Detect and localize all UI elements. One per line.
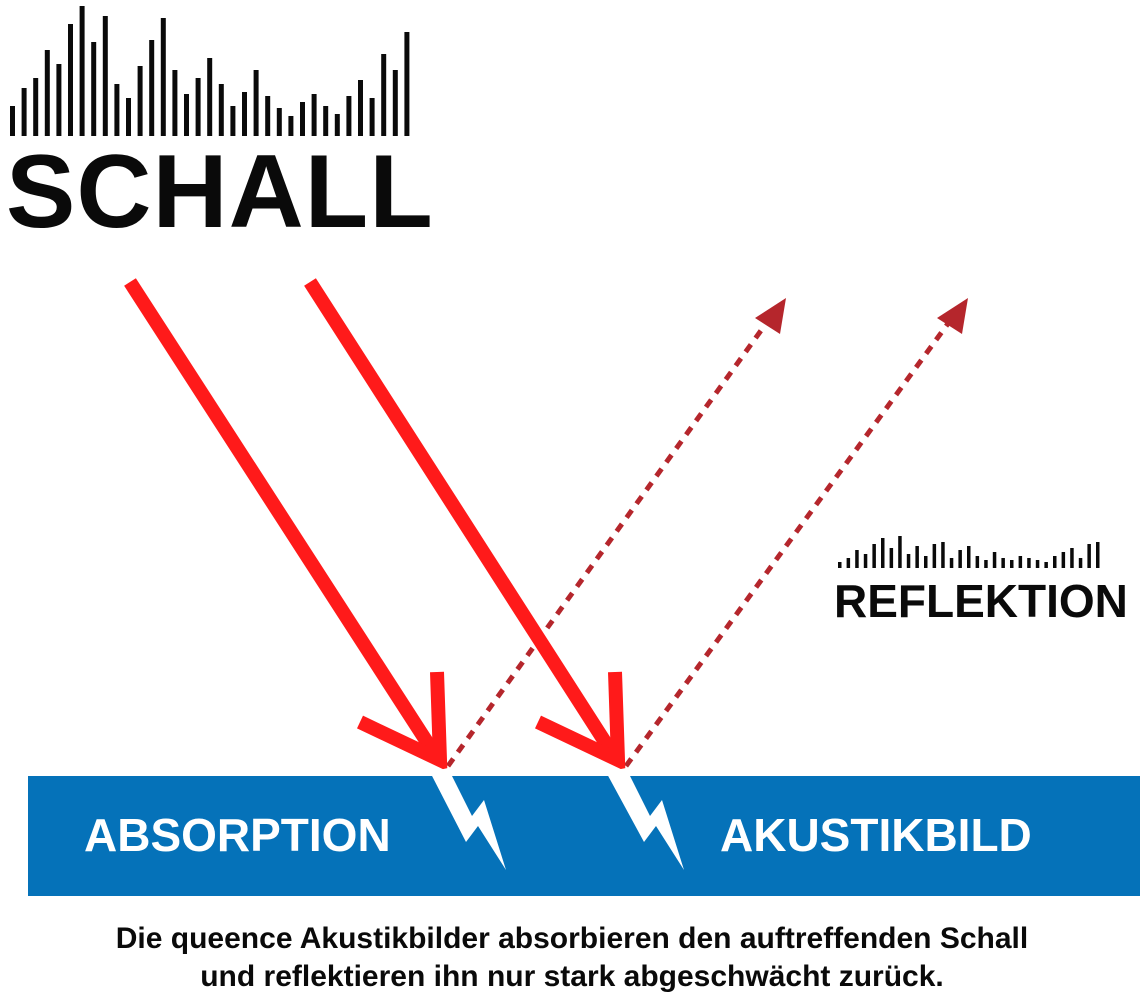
sound-wave-bar [1078, 558, 1083, 568]
sound-wave-bar [265, 96, 271, 136]
sound-wave-bar [1096, 542, 1100, 568]
sound-wave-icon [838, 536, 1100, 568]
sound-wave-bar [114, 84, 120, 136]
sound-wave-bar [932, 544, 937, 568]
sound-wave-bar [846, 558, 851, 568]
sound-wave-bar [881, 538, 885, 568]
sound-wave-bar [21, 88, 27, 136]
sound-wave-bar [253, 70, 259, 136]
sound-wave-bar [44, 50, 50, 136]
sound-wave-bar [126, 98, 131, 136]
caption-line-2: und reflektieren ihn nur stark abgeschwä… [200, 960, 944, 993]
reflected-arrow-icon [623, 298, 968, 768]
sound-wave-bar [898, 536, 902, 568]
label-reflektion: REFLEKTION [834, 575, 1128, 627]
sound-wave-bar [404, 32, 410, 136]
heading-schall: SCHALL [6, 134, 434, 250]
sound-wave-bar [872, 544, 876, 568]
sound-wave-bar [924, 556, 928, 568]
sound-wave-bar [1087, 544, 1091, 568]
caption-line-1: Die queence Akustikbilder absorbieren de… [115, 922, 1029, 955]
sound-wave-bar [149, 40, 155, 136]
sound-wave-bar [334, 114, 340, 136]
sound-wave-bar [1070, 548, 1074, 568]
sound-wave-bar [68, 24, 73, 136]
sound-wave-bar [218, 84, 224, 136]
sound-wave-bar [311, 94, 317, 136]
reflected-arrow-icon [445, 298, 786, 768]
sound-wave-bar [1001, 558, 1005, 568]
sound-wave-bar [1044, 562, 1048, 568]
sound-wave-bar [276, 108, 282, 136]
sound-wave-bar [1027, 558, 1031, 568]
sound-wave-bar [195, 78, 201, 136]
sound-wave-bar [975, 556, 980, 568]
sound-wave-bar [1035, 560, 1040, 568]
sound-wave-bar [855, 550, 859, 568]
sound-wave-bar [1053, 556, 1057, 568]
sound-wave-bar [56, 64, 62, 136]
sound-wave-bar [1010, 560, 1014, 568]
sound-wave-bar [838, 562, 842, 568]
sound-wave-bar [941, 542, 945, 568]
incident-arrow-icon [124, 278, 448, 772]
sound-wave-bar [346, 96, 352, 136]
sound-wave-bar [137, 66, 143, 136]
sound-wave-bar [79, 6, 85, 136]
sound-wave-bar [992, 552, 997, 568]
sound-wave-bar [242, 92, 247, 136]
lightning-bolt-icon [606, 768, 684, 870]
sound-wave-bar [207, 58, 213, 136]
sound-wave-bar [102, 16, 108, 136]
sound-wave-bar [33, 78, 39, 136]
sound-wave-bar [172, 70, 178, 136]
sound-wave-bar [392, 70, 398, 136]
sound-wave-bar [369, 98, 375, 136]
sound-wave-bar [160, 18, 166, 136]
sound-wave-bar [889, 548, 894, 568]
label-akustikbild: AKUSTIKBILD [720, 809, 1032, 861]
sound-wave-bar [1061, 552, 1066, 568]
sound-wave-bar [381, 54, 387, 136]
lightning-bolt-icon [430, 768, 506, 870]
sound-wave-bar [984, 560, 988, 568]
sound-wave-bar [91, 42, 97, 136]
sound-wave-bar [184, 94, 189, 136]
sound-wave-bar [906, 554, 911, 568]
incident-arrow-icon [304, 278, 626, 772]
sound-wave-bar [230, 106, 236, 136]
sound-wave-bar [288, 116, 294, 136]
absorption-surface [28, 776, 1140, 896]
sound-wave-bar [300, 102, 305, 136]
sound-wave-icon [10, 6, 410, 136]
sound-wave-bar [915, 546, 919, 568]
sound-wave-bar [958, 550, 962, 568]
sound-wave-bar [358, 80, 363, 136]
sound-wave-bar [1018, 556, 1023, 568]
sound-wave-bar [863, 554, 868, 568]
sound-wave-bar [323, 106, 329, 136]
sound-wave-bar [10, 106, 15, 136]
sound-wave-bar [949, 558, 954, 568]
label-absorption: ABSORPTION [84, 809, 391, 861]
sound-wave-bar [967, 546, 971, 568]
